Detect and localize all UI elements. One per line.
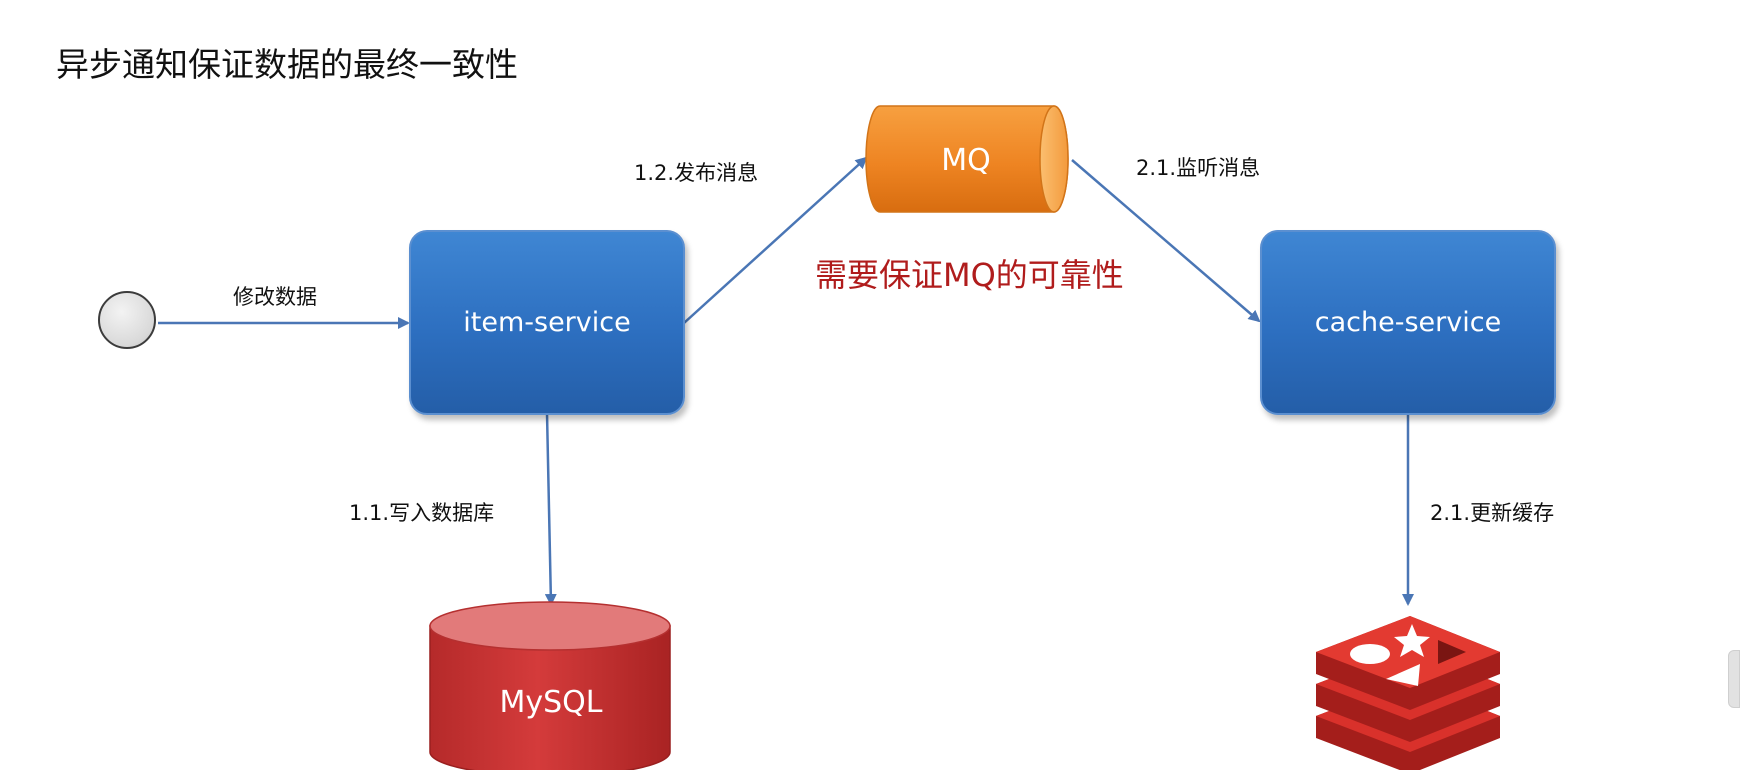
edge-label-publish-message: 1.2.发布消息 — [634, 161, 759, 185]
start-node-circle — [98, 291, 156, 349]
mq-reliability-note: 需要保证MQ的可靠性 — [815, 256, 1124, 294]
item-service-node: item-service — [409, 230, 685, 415]
edge-label-listen-message: 2.1.监听消息 — [1136, 156, 1261, 180]
side-panel-tab[interactable] — [1728, 650, 1740, 708]
mysql-label: MySQL — [499, 685, 602, 720]
arrow-item-to-mysql — [544, 412, 557, 606]
edge-label-modify-data: 修改数据 — [233, 285, 317, 309]
redis-logo-icon — [1316, 616, 1500, 770]
cache-service-node: cache-service — [1260, 230, 1556, 415]
cache-service-label: cache-service — [1314, 307, 1502, 338]
edge-label-update-cache: 2.1.更新缓存 — [1430, 501, 1555, 525]
mysql-database: MySQL — [429, 601, 671, 770]
edge-label-write-database: 1.1.写入数据库 — [349, 501, 495, 525]
mq-label: MQ — [941, 143, 991, 178]
diagram-title: 异步通知保证数据的最终一致性 — [56, 45, 518, 84]
mq-queue: MQ — [865, 105, 1069, 213]
arrow-mq-to-cache — [1071, 159, 1261, 323]
arrow-item-to-mq — [683, 156, 868, 324]
item-service-label: item-service — [463, 307, 631, 338]
